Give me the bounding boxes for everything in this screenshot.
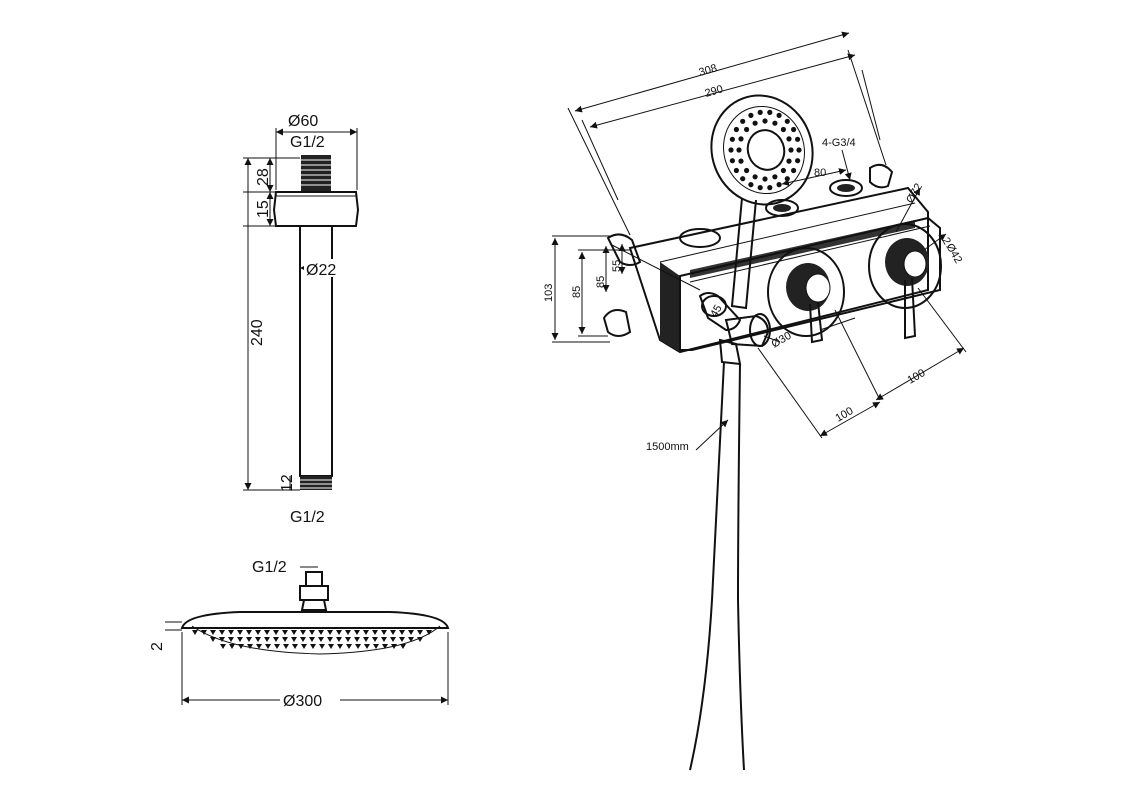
label-outlets: 4-G3/4 xyxy=(822,137,856,149)
head-nozzles xyxy=(192,630,432,649)
dim-handle-spacing-2: 100 xyxy=(906,367,928,387)
dim-flange-height: 15 xyxy=(255,200,272,218)
dim-height-body: 85 xyxy=(571,286,583,298)
label-thread-bottom: G1/2 xyxy=(290,509,325,526)
lever-right xyxy=(904,277,917,340)
dim-head-diameter: Ø300 xyxy=(283,693,322,710)
hand-shower-head xyxy=(710,94,814,206)
dim-pipe-diameter: Ø22 xyxy=(306,262,336,279)
dim-total-length: 240 xyxy=(249,319,266,346)
hand-shower-holder xyxy=(724,314,770,348)
ceiling-flange xyxy=(272,191,360,227)
shower-head-drawing: G1/2 2 Ø300 xyxy=(149,559,450,710)
dim-handle-spacing-1: 100 xyxy=(834,405,856,425)
mixer-front-plate xyxy=(679,216,941,351)
dim-elbow-offset: 45 xyxy=(708,303,725,320)
mixer-side-hatch xyxy=(660,262,680,352)
lever-left xyxy=(809,301,824,344)
mixer-drawing: 308 290 4-G3/4 80 xyxy=(543,31,967,771)
dim-outlet-spacing: 80 xyxy=(814,167,826,179)
dim-55: 55 xyxy=(611,260,623,272)
head-connector xyxy=(305,571,323,587)
dim-flange-diameter: Ø72 xyxy=(904,181,925,205)
hose xyxy=(689,361,725,771)
outlet-3 xyxy=(829,179,863,197)
shower-arm-drawing: Ø60 G1/2 28 15 240 12 Ø22 G1/2 xyxy=(243,113,360,526)
dim-bottom-thread: 12 xyxy=(279,474,296,492)
label-thread-top: G1/2 xyxy=(290,134,325,151)
flange-left xyxy=(767,247,845,337)
label-head-thread: G1/2 xyxy=(252,559,287,576)
dim-handle-offset: 2 xyxy=(939,236,952,247)
dim-flange-diameter: Ø60 xyxy=(288,113,318,130)
hand-shower-nozzles xyxy=(728,109,802,191)
outlet-1 xyxy=(679,228,721,248)
head-disk xyxy=(180,611,450,629)
dim-overall-length: 308 xyxy=(698,62,719,79)
hand-shower-handle xyxy=(730,197,757,310)
dim-handle-diameter: Ø42 xyxy=(943,242,964,266)
dim-head-thickness: 2 xyxy=(149,642,166,651)
dim-85-small: 85 xyxy=(595,276,607,288)
label-hose-length: 1500mm xyxy=(646,441,689,453)
dim-thread-height: 28 xyxy=(255,168,272,186)
outlet-2 xyxy=(765,199,799,217)
dim-body-length: 290 xyxy=(704,83,725,100)
dim-height-overall: 103 xyxy=(543,284,555,302)
